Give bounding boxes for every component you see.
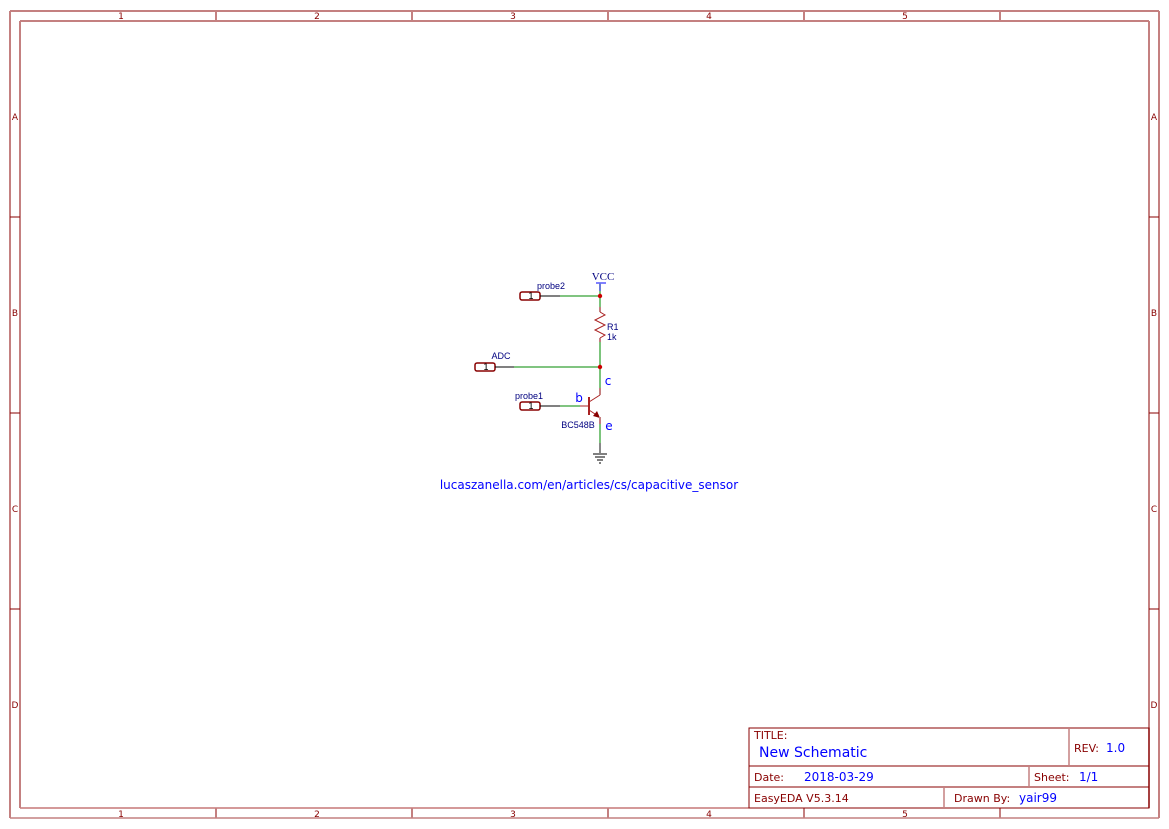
connector-probe2[interactable]: probe2 1 (519, 281, 565, 302)
column-label: 2 (314, 12, 320, 22)
column-label: 4 (706, 12, 712, 22)
column-label: 1 (118, 810, 124, 820)
connector-name: ADC (491, 351, 511, 361)
sheet-label: Sheet: (1034, 771, 1070, 784)
transistor-part: BC548B (561, 420, 595, 430)
annotation-url: lucaszanella.com/en/articles/cs/capaciti… (440, 478, 738, 492)
junction-dot (597, 293, 603, 299)
junction-dot (597, 364, 603, 370)
rev-label: REV: (1074, 742, 1099, 755)
connector-probe1[interactable]: probe1 1 (515, 391, 560, 412)
pin-c-label: c (605, 374, 612, 388)
drawn-by-value: yair99 (1019, 791, 1057, 805)
connector-pin: 1 (483, 363, 489, 373)
row-labels-right: A B C D (1151, 113, 1158, 711)
column-label: 1 (118, 12, 124, 22)
row-label: A (1151, 113, 1158, 123)
column-label: 5 (902, 810, 908, 820)
vcc-power-flag[interactable]: VCC (592, 271, 615, 291)
connector-pin: 1 (528, 292, 534, 302)
pin-e-label: e (605, 419, 612, 433)
date-label: Date: (754, 771, 784, 784)
drawn-by-label: Drawn By: (954, 792, 1010, 805)
transistor-bc548b[interactable]: b c e BC548B (561, 374, 612, 433)
row-label: D (1151, 701, 1158, 711)
ground-icon[interactable] (593, 453, 607, 464)
sheet-frame (9, 10, 1160, 819)
resistor-r1[interactable]: R1 1k (593, 307, 619, 342)
pin-b-label: b (575, 391, 583, 405)
title-label: TITLE: (753, 729, 787, 742)
row-label: C (1151, 505, 1157, 515)
column-labels-top: 1 2 3 4 5 (118, 12, 908, 22)
row-label: D (12, 701, 19, 711)
column-labels-bottom: 1 2 3 4 5 (118, 810, 908, 820)
date-value: 2018-03-29 (804, 770, 874, 784)
software-label: EasyEDA V5.3.14 (754, 792, 849, 805)
wires (514, 291, 601, 453)
sheet-value: 1/1 (1079, 770, 1098, 784)
connector-name: probe2 (537, 281, 565, 291)
rev-value: 1.0 (1106, 741, 1125, 755)
column-label: 2 (314, 810, 320, 820)
column-label: 5 (902, 12, 908, 22)
connector-name: probe1 (515, 391, 543, 401)
column-label: 3 (510, 810, 516, 820)
column-label: 4 (706, 810, 712, 820)
vcc-label: VCC (592, 271, 615, 283)
connector-pin: 1 (528, 402, 534, 412)
column-label: 3 (510, 12, 516, 22)
resistor-ref: R1 (607, 322, 619, 332)
row-labels-left: A B C D (12, 113, 19, 711)
row-label: C (12, 505, 18, 515)
row-label: B (12, 309, 18, 319)
title-block: TITLE: New Schematic REV: 1.0 Date: 2018… (748, 727, 1150, 809)
title-value: New Schematic (759, 745, 867, 761)
connector-adc[interactable]: ADC 1 (474, 351, 514, 373)
row-label: A (12, 113, 19, 123)
row-label: B (1151, 309, 1157, 319)
resistor-value: 1k (607, 332, 617, 342)
